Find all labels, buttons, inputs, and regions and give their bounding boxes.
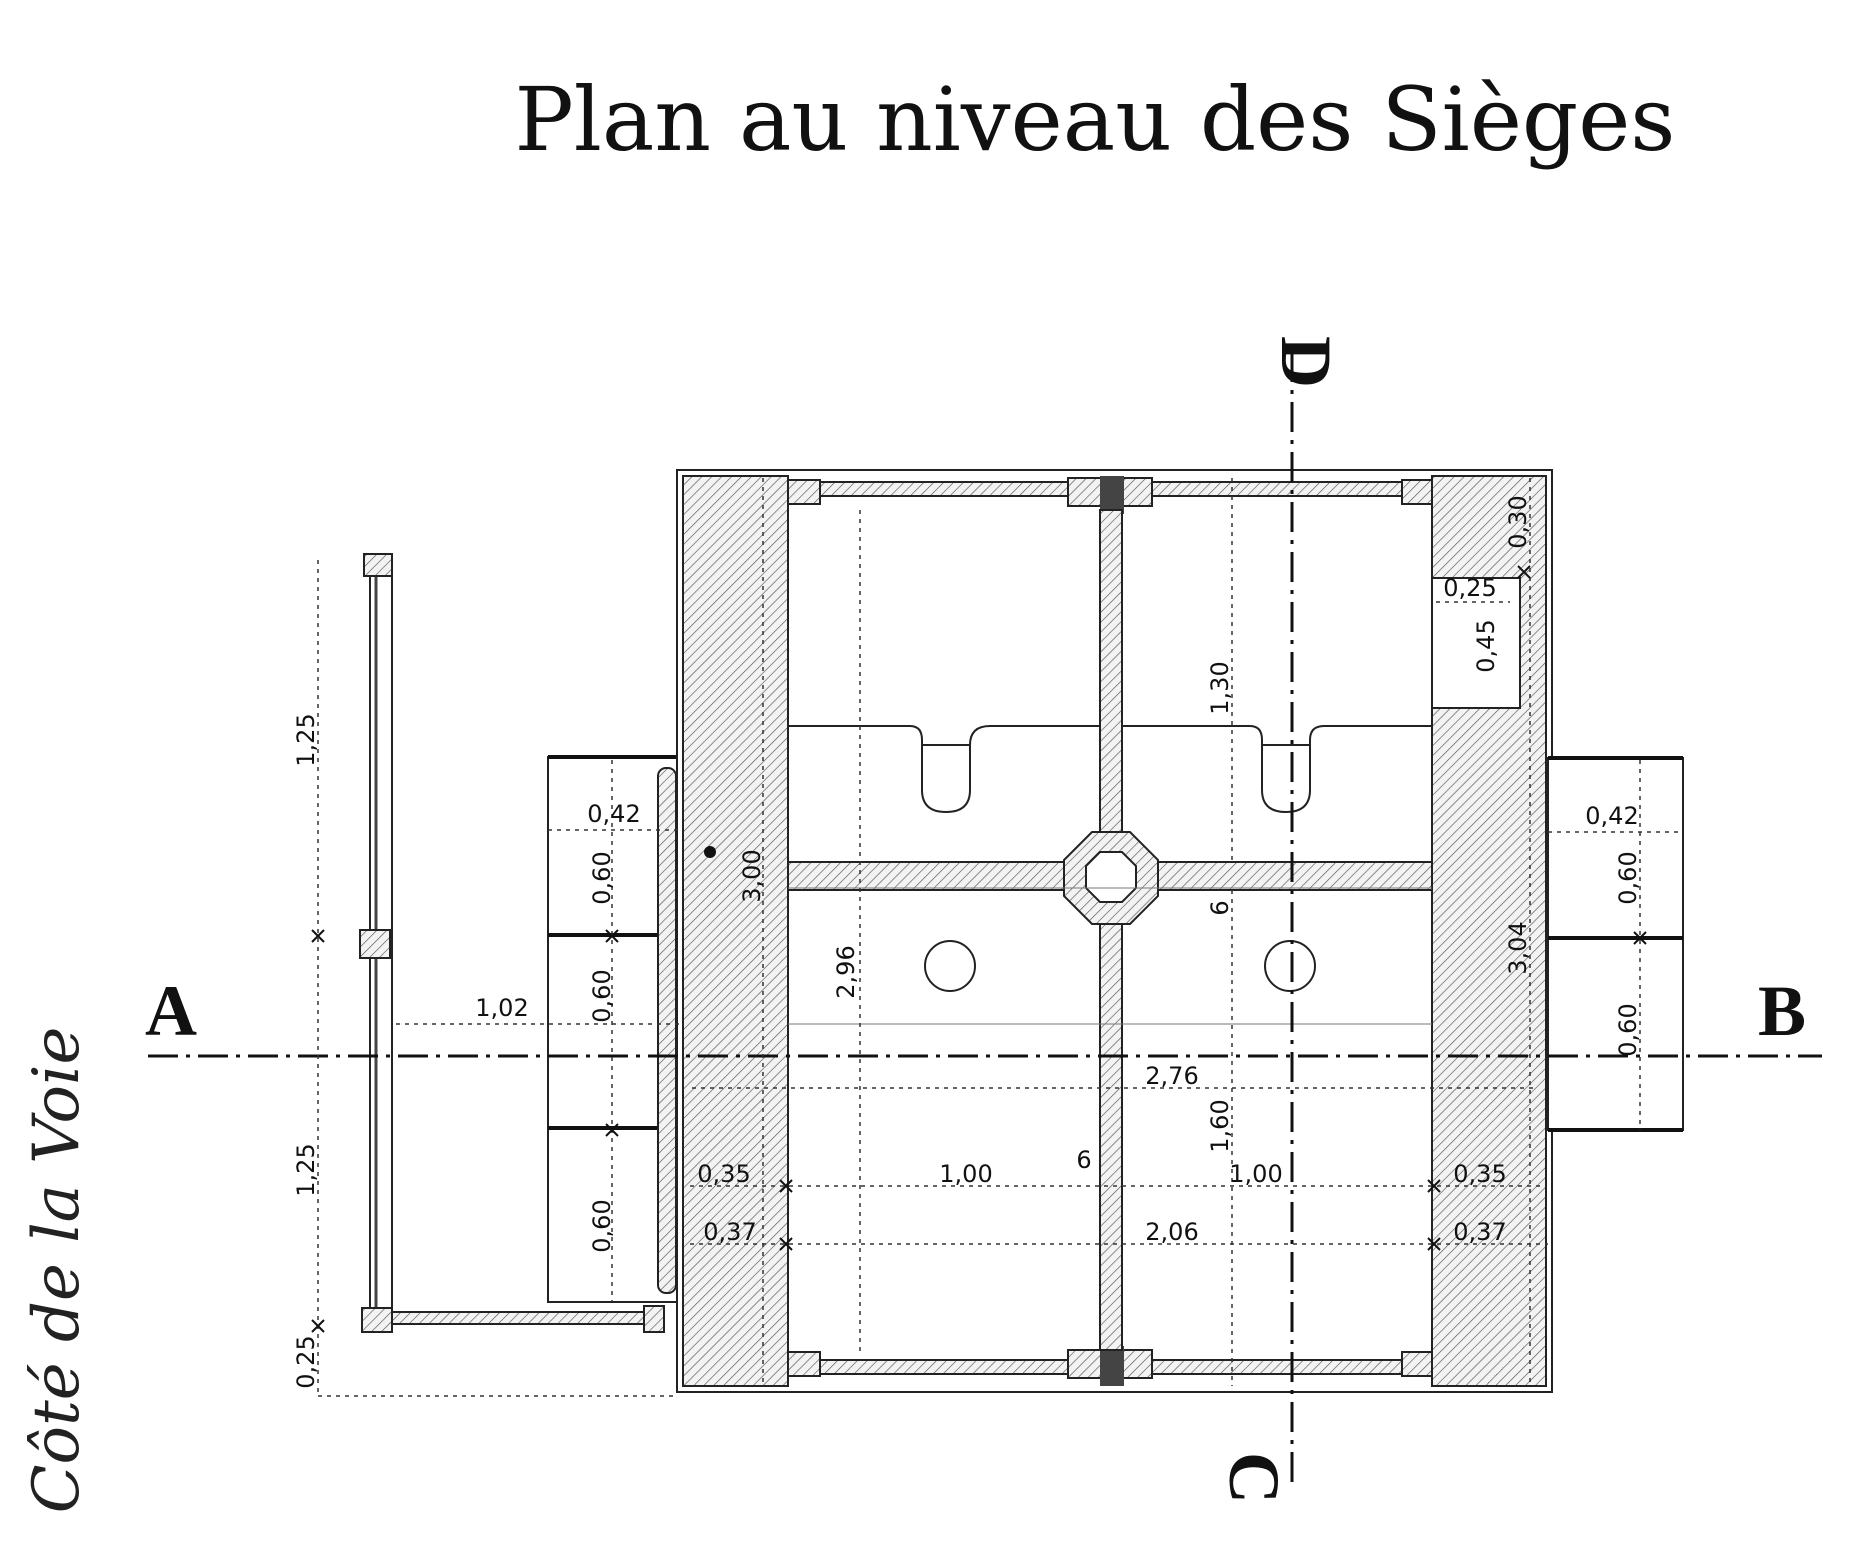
dim-left-bench-3: 0,60: [588, 1199, 616, 1252]
dim-cell-left-width: 1,00: [939, 1160, 992, 1188]
dim-lower-cell-depth: 1,60: [1206, 1099, 1234, 1152]
dim-left-bench-1: 0,60: [588, 851, 616, 904]
left-benches: [547, 755, 684, 1303]
side-label: Côté de la Voie: [20, 1027, 94, 1514]
dim-right-wall-height: 3,04: [1504, 921, 1532, 974]
dim-left-wall-thick-a: 0,35: [697, 1160, 750, 1188]
dim-cell-right-width: 1,00: [1229, 1160, 1282, 1188]
dim-left-bench-depth: 0,42: [587, 800, 640, 828]
dim-right-wall-thick-b: 0,37: [1453, 1218, 1506, 1246]
dim-overall-width: 2,76: [1145, 1062, 1198, 1090]
dim-gap-to-wall: 1,02: [475, 994, 528, 1022]
dim-left-wall-height: 3,00: [738, 849, 766, 902]
dimension-lines: [317, 478, 1683, 1397]
section-label-d: D: [1266, 336, 1346, 388]
dim-right-wall-thick-a: 0,35: [1453, 1160, 1506, 1188]
dimension-labels: 1,25 1,25 0,25 1,02 0,42 0,60 0,60 0,60 …: [292, 495, 1642, 1388]
section-label-c: C: [1214, 1452, 1294, 1504]
drawing-title: Plan au niveau des Sièges: [515, 68, 1676, 171]
dim-corner-wall: 0,30: [1504, 495, 1532, 548]
left-fence: [359, 553, 665, 1333]
dim-right-bench-1: 0,60: [1614, 851, 1642, 904]
section-label-b: B: [1758, 971, 1806, 1051]
dim-partition-2: 6: [1206, 900, 1234, 915]
dim-right-bench-depth: 0,42: [1585, 802, 1638, 830]
dim-partition: 6: [1076, 1146, 1091, 1174]
dim-left-bench-2: 0,60: [588, 969, 616, 1022]
main-building: [676, 469, 1553, 1393]
dim-fence-upper: 1,25: [292, 713, 320, 766]
dim-fence-lower: 1,25: [292, 1143, 320, 1196]
dim-inner-height: 2,96: [832, 945, 860, 998]
dim-upper-cell-depth: 1,30: [1206, 661, 1234, 714]
dim-niche-depth: 0,45: [1472, 619, 1500, 672]
dim-fence-base: 0,25: [292, 1335, 320, 1388]
section-label-a: A: [145, 971, 197, 1051]
dim-left-wall-thick-b: 0,37: [703, 1218, 756, 1246]
right-benches: [1547, 756, 1684, 1132]
dimension-markers: [311, 565, 1647, 1333]
dim-niche-width: 0,25: [1443, 574, 1496, 602]
dim-inner-total: 2,06: [1145, 1218, 1198, 1246]
dim-right-bench-2: 0,60: [1614, 1003, 1642, 1056]
